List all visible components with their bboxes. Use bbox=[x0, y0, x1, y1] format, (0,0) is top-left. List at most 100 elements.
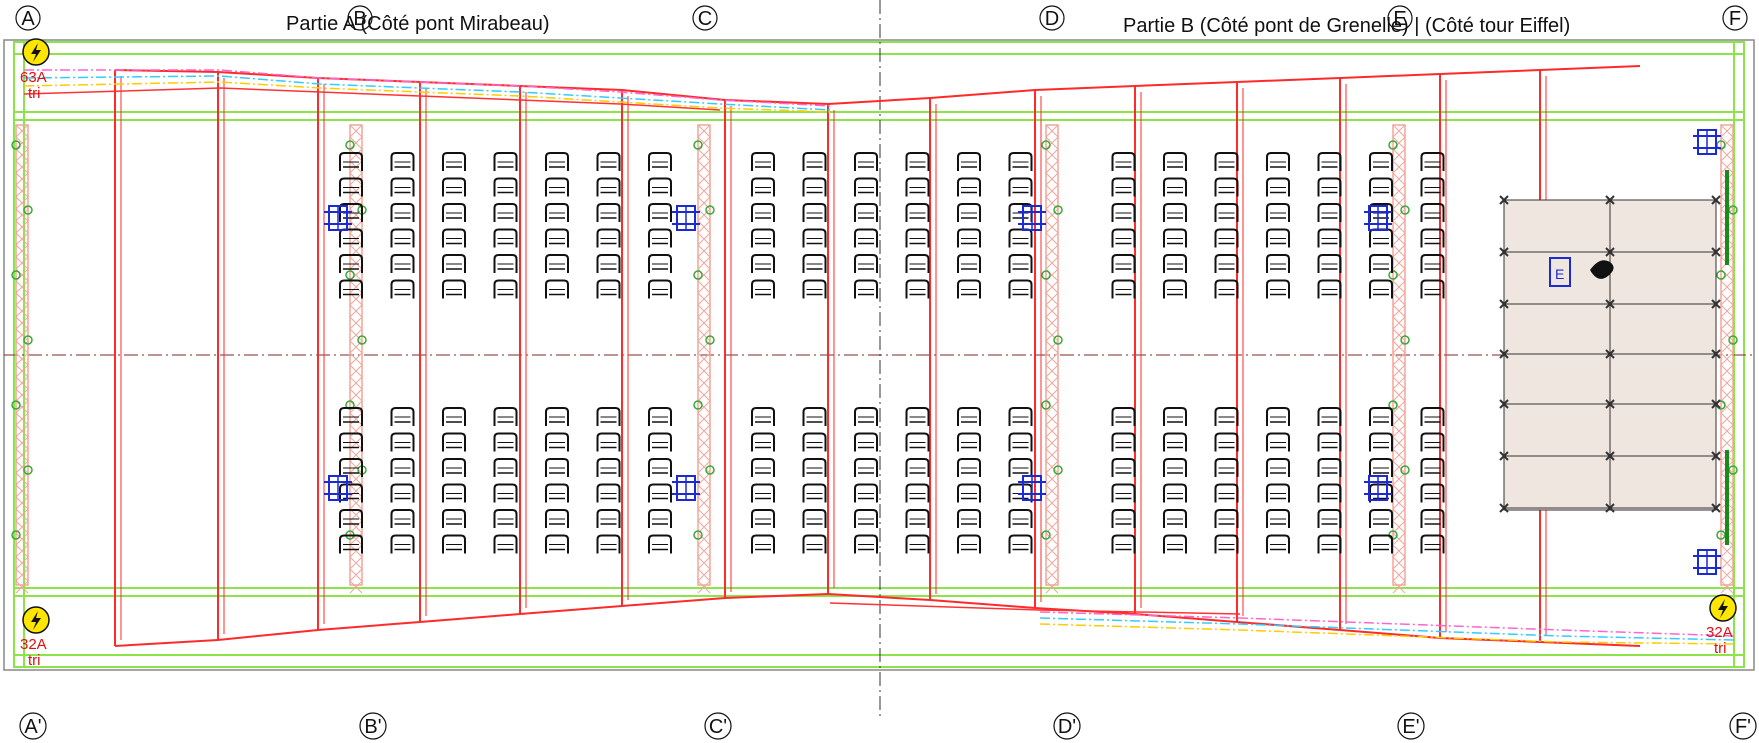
chair-icon bbox=[545, 203, 569, 222]
chair-icon bbox=[545, 177, 569, 197]
chair-icon bbox=[1266, 534, 1290, 554]
chair-icon bbox=[957, 203, 981, 222]
power-box-top-left[interactable]: 63A tri bbox=[20, 38, 50, 102]
chair-icon bbox=[905, 509, 930, 528]
chair-icon bbox=[1008, 152, 1033, 171]
chair-icon bbox=[648, 177, 672, 197]
grid-circle-icon bbox=[347, 5, 373, 31]
svg-text:D': D' bbox=[1058, 716, 1076, 738]
power-phase: tri bbox=[28, 652, 41, 669]
chair-icon bbox=[390, 458, 415, 477]
chair-icon bbox=[339, 534, 363, 554]
chair-icon bbox=[1008, 279, 1033, 299]
chair-icon bbox=[1163, 432, 1187, 452]
chair-icon bbox=[596, 509, 621, 528]
grid-label-F: F bbox=[1722, 5, 1748, 31]
chair-icon bbox=[390, 254, 415, 273]
chair-icon bbox=[905, 458, 930, 477]
title-part-b: Partie B (Côté pont de Grenelle) | (Côté… bbox=[1123, 15, 1570, 37]
chair-icon bbox=[442, 509, 466, 528]
chair-icon bbox=[339, 177, 363, 197]
chair-icon bbox=[1111, 483, 1136, 503]
chair-icon bbox=[957, 432, 981, 452]
chair-icon bbox=[390, 509, 415, 528]
chair-icon bbox=[390, 534, 415, 554]
chair-icon bbox=[905, 177, 930, 197]
grid-circle-icon bbox=[704, 712, 732, 740]
chair-icon bbox=[1266, 254, 1290, 273]
svg-text:B: B bbox=[353, 8, 366, 30]
grid-circle-icon bbox=[1053, 712, 1081, 740]
speaker-icon bbox=[1018, 205, 1046, 231]
chair-icon bbox=[596, 458, 621, 477]
chair-icon bbox=[648, 203, 672, 222]
chair-icon bbox=[1420, 177, 1445, 197]
chair-icon bbox=[1008, 228, 1033, 248]
chair-icon bbox=[1266, 432, 1290, 452]
speaker-icon bbox=[1018, 475, 1046, 501]
chair-icon bbox=[442, 279, 466, 299]
speaker-icon bbox=[672, 205, 700, 231]
chair-icon bbox=[1214, 152, 1239, 171]
power-amps: 32A bbox=[1706, 624, 1733, 641]
chair-icon bbox=[751, 152, 775, 171]
chair-icon bbox=[854, 279, 878, 299]
chair-icon bbox=[1317, 483, 1342, 503]
power-box-bottom-right[interactable]: 32A tri bbox=[1706, 594, 1737, 657]
chair-icon bbox=[1420, 152, 1445, 171]
chair-icon bbox=[493, 203, 518, 222]
tent-structure bbox=[13, 41, 1745, 668]
speaker-icon bbox=[324, 205, 352, 231]
power-box-bottom-left[interactable]: 32A tri bbox=[20, 606, 50, 669]
chair-icon bbox=[905, 203, 930, 222]
chair-icon bbox=[648, 254, 672, 273]
chair-icon bbox=[1111, 228, 1136, 248]
chair-icon bbox=[751, 407, 775, 426]
chair-icon bbox=[493, 254, 518, 273]
chair-icon bbox=[442, 203, 466, 222]
chair-icon bbox=[339, 458, 363, 477]
chair-icon bbox=[1008, 407, 1033, 426]
cable-runs bbox=[23, 69, 1735, 645]
chair-icon bbox=[339, 509, 363, 528]
chair-icon bbox=[751, 458, 775, 477]
chair-icon bbox=[1008, 254, 1033, 273]
chair-icon bbox=[339, 254, 363, 273]
chair-icon bbox=[1008, 509, 1033, 528]
chair-icon bbox=[390, 483, 415, 503]
chair-icon bbox=[1266, 407, 1290, 426]
chair-icon bbox=[493, 228, 518, 248]
svg-text:A: A bbox=[21, 8, 35, 30]
chair-icon bbox=[1317, 177, 1342, 197]
power-amps: 63A bbox=[20, 69, 47, 86]
chair-icon bbox=[1266, 509, 1290, 528]
chair-icon bbox=[1111, 534, 1136, 554]
chair-icon bbox=[957, 279, 981, 299]
chair-icon bbox=[854, 152, 878, 171]
chair-icon bbox=[1266, 228, 1290, 248]
chair-icon bbox=[802, 203, 827, 222]
title-part-a: Partie A (Côté pont Mirabeau) bbox=[286, 13, 549, 35]
svg-text:F: F bbox=[1729, 8, 1741, 30]
stage-console-icon bbox=[1549, 257, 1571, 287]
chair-icon bbox=[1214, 279, 1239, 299]
chair-icon bbox=[1163, 509, 1187, 528]
chair-icon bbox=[1111, 177, 1136, 197]
chair-icon bbox=[854, 458, 878, 477]
grid-label-E: E bbox=[1387, 5, 1413, 31]
chair-icon bbox=[493, 509, 518, 528]
chair-icon bbox=[1317, 203, 1342, 222]
chair-icon bbox=[751, 432, 775, 452]
chair-icon bbox=[1111, 509, 1136, 528]
grid-circle-icon bbox=[1729, 712, 1757, 740]
chair-icon bbox=[596, 279, 621, 299]
chair-icon bbox=[1214, 483, 1239, 503]
chair-icon bbox=[905, 483, 930, 503]
grid-label-bottom-2: C' bbox=[704, 712, 732, 740]
chair-icon bbox=[905, 254, 930, 273]
chair-icon bbox=[905, 407, 930, 426]
chair-icon bbox=[339, 279, 363, 299]
chair-icon bbox=[854, 534, 878, 554]
chair-icon bbox=[1163, 203, 1187, 222]
